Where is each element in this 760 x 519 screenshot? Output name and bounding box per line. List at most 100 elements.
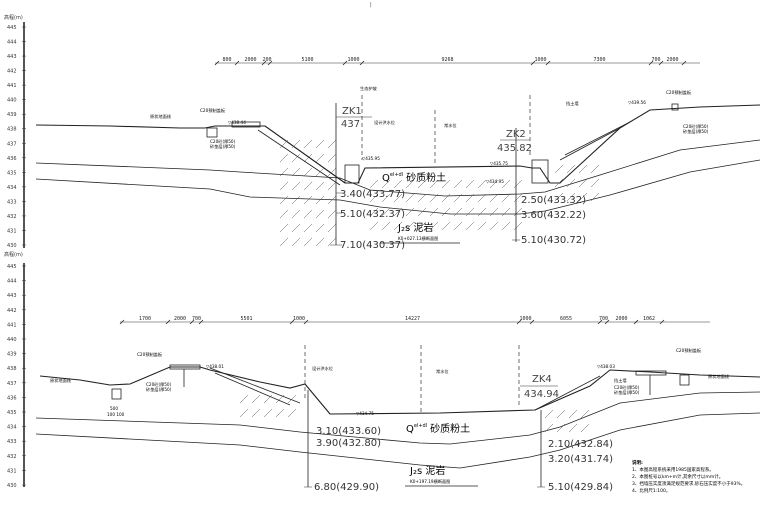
top-dimension-tick [234, 60, 240, 66]
annotation-retaining-wall: 挡土墙 [614, 377, 627, 384]
hatch-mark [291, 167, 301, 177]
bottom-section-caption: K0+197.19横断面图 [410, 478, 450, 485]
annotation-concrete-right: C20砼(厚50) [683, 123, 709, 130]
hatch-mark [501, 221, 511, 231]
top-dimension-label: 1000 [347, 57, 359, 63]
bottom-original-ground [39, 366, 760, 415]
bottom-dimension-label: 5501 [240, 316, 252, 322]
hatch-mark [279, 237, 289, 247]
hatch-mark [566, 164, 576, 174]
annotation-sand-right: 砂垫层(厚50) [614, 389, 640, 396]
depth-reading: 2.10(432.84) [548, 439, 613, 450]
borehole-id: ZK1 [342, 106, 362, 117]
hatch-mark [568, 409, 578, 419]
bottom-dimension-label: 1000 [519, 316, 531, 322]
water-level: ▽439.56 [628, 100, 646, 105]
hatch-mark [291, 237, 301, 247]
hatch-mark [381, 179, 391, 189]
depth-reading: 5.10(429.84) [548, 482, 613, 493]
annotation-concrete: C20砼(厚50) [146, 381, 172, 388]
hatch-mark [327, 139, 337, 149]
bottom-dimension-tick [289, 319, 295, 325]
bottom-dimension-tick [604, 319, 610, 325]
hatch-mark [477, 221, 487, 231]
bottom-layer-boundary-1 [35, 391, 760, 445]
hatch-mark [381, 221, 391, 231]
annotation-sand-right: 砂垫层(厚50) [683, 128, 709, 135]
hatch-mark [291, 181, 301, 191]
annotation-ground-line: 原状地面线 [150, 113, 172, 120]
hatch-mark [251, 394, 261, 404]
top-dimension-label: 7300 [593, 57, 605, 63]
hatch-mark [369, 207, 379, 217]
bottom-dimension-tick [529, 319, 535, 325]
top-axis-tick-label: 439 [7, 112, 17, 118]
annotation-normal-level: 常水位 [436, 368, 449, 375]
annotation-ground-line-right: 原状地面线 [708, 373, 730, 380]
hatch-mark [554, 164, 564, 174]
hatch-mark [513, 207, 523, 217]
top-dimension-label: 700 [651, 57, 660, 63]
hatch-mark [489, 193, 499, 203]
hatch-mark [556, 423, 566, 433]
hatch-mark [453, 193, 463, 203]
hatch-mark [429, 193, 439, 203]
water-level: ▽438.03 [597, 364, 615, 369]
notes-block: 说明: 1、本图高程系统采用1985国家高程系。 2、本图桩号以km+m计,其余… [632, 459, 745, 494]
note-item: 1、本图高程系统采用1985国家高程系。 [632, 466, 714, 473]
hatch-mark [566, 192, 576, 202]
top-dimension-tick [342, 60, 348, 66]
hatch-mark [417, 179, 427, 189]
top-layer-boundary-2 [35, 159, 760, 215]
hatch-mark [417, 207, 427, 217]
bottom-axis-tick-label: 443 [7, 293, 17, 299]
borehole-elevation: 435.82 [497, 143, 532, 154]
hatch-mark [327, 223, 337, 233]
hatch-mark [327, 181, 337, 191]
hatch-mark [453, 221, 463, 231]
hatch-mark [303, 139, 313, 149]
top-dimension-tick [681, 60, 687, 66]
hatch-mark [477, 207, 487, 217]
hatch-mark [275, 394, 285, 404]
hatch-mark [315, 167, 325, 177]
hatch-mark [303, 223, 313, 233]
top-axis-tick-label: 445 [7, 25, 17, 31]
hatch-mark [279, 181, 289, 191]
top-axis-tick-label: 438 [7, 127, 17, 133]
hatch-mark [303, 209, 313, 219]
annotation-flood-level: 设计洪水位 [374, 119, 395, 126]
top-axis-tick-label: 434 [7, 185, 17, 191]
borehole-id: ZK2 [506, 129, 526, 140]
top-left-ditch [206, 127, 218, 138]
hatch-mark [239, 408, 249, 418]
bottom-axis-tick-label: 438 [7, 366, 17, 372]
hatch-mark [279, 167, 289, 177]
hatch-mark [554, 178, 564, 188]
bottom-dimension-label: 1700 [139, 316, 151, 322]
top-dimension-label: 5100 [301, 57, 313, 63]
top-left-slope [264, 125, 346, 184]
hatch-mark [291, 139, 301, 149]
note-item: 4、比例尺1:100。 [632, 487, 670, 494]
hatch-mark [393, 221, 403, 231]
bottom-right-cover-slab [635, 370, 667, 376]
bottom-right-slope [534, 375, 601, 411]
hatch-mark [405, 207, 415, 217]
top-axis-tick-label: 440 [7, 98, 17, 104]
water-level: ▽435.95 [362, 156, 380, 161]
top-hatch-fill [279, 139, 600, 247]
depth-reading: 3.40(433.77) [340, 189, 405, 200]
bottom-axis-tick-label: 431 [7, 468, 17, 474]
hatch-mark [315, 223, 325, 233]
bottom-dimension-tick [659, 319, 665, 325]
hatch-mark [578, 178, 588, 188]
top-dimension-tick [648, 60, 654, 66]
notes-title: 说明: [632, 459, 643, 466]
bottom-axis-tick-label: 440 [7, 337, 17, 343]
annotation-cover-slab-right: C20预制盖板 [676, 347, 702, 354]
bottom-axis-tick-label: 430 [7, 483, 17, 489]
hatch-mark [279, 195, 289, 205]
hatch-mark [501, 193, 511, 203]
hatch-mark [441, 179, 451, 189]
